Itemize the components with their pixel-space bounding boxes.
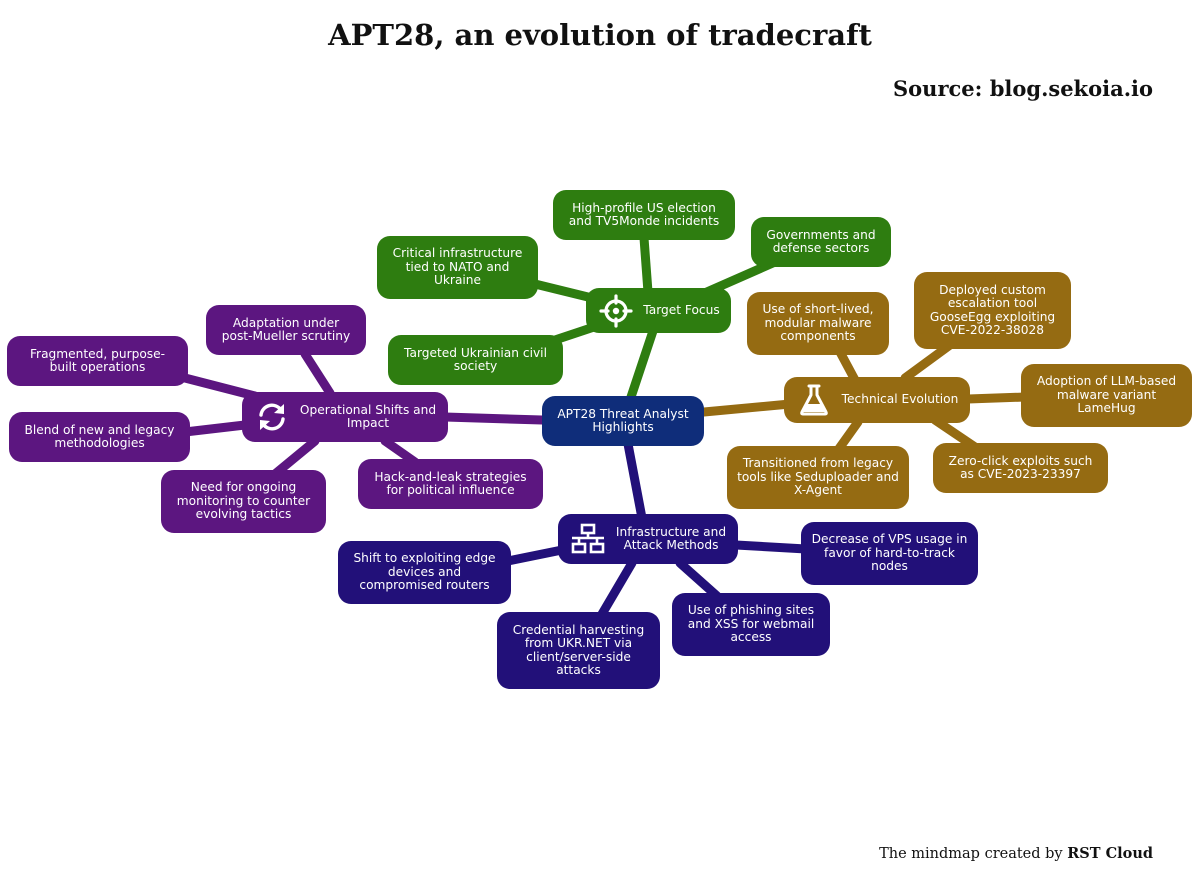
- link-ops-monitoring: [270, 436, 320, 479]
- link-target-infrastructure: [530, 279, 593, 302]
- link-center-technical-evolution: [699, 399, 795, 417]
- infrastructure-item-label: Use of phishing sites and XSS for webmai…: [687, 603, 815, 645]
- technical-evolution-item[interactable]: Deployed custom escalation tool GooseEgg…: [914, 272, 1071, 349]
- link-ops-fragmented: [180, 373, 260, 401]
- link-ops-blend: [180, 420, 250, 437]
- operational-shifts-item-label: Adaptation under post-Mueller scrutiny: [221, 315, 351, 343]
- operational-shifts-item[interactable]: Need for ongoing monitoring to counter e…: [161, 470, 326, 533]
- infrastructure-item[interactable]: Use of phishing sites and XSS for webmai…: [672, 593, 830, 656]
- link-infra-phishing: [675, 558, 722, 601]
- operational-shifts-item[interactable]: Adaptation under post-Mueller scrutiny: [206, 305, 366, 355]
- branch-technical-evolution-label: Technical Evolution: [841, 392, 959, 407]
- page-title: APT28, an evolution of tradecraft: [328, 18, 872, 52]
- branch-operational-shifts-label: Operational Shifts and Impact: [299, 402, 437, 430]
- center-node[interactable]: APT28 Threat Analyst Highlights: [542, 396, 704, 446]
- operational-shifts-item-label: Fragmented, purpose-built operations: [29, 346, 166, 374]
- technical-evolution-item-label: Adoption of LLM-based malware variant La…: [1036, 374, 1177, 416]
- target-focus-item[interactable]: Governments and defense sectors: [751, 217, 891, 267]
- operational-shifts-item[interactable]: Blend of new and legacy methodologies: [9, 412, 190, 462]
- link-infra-vps: [731, 540, 811, 554]
- branch-technical-evolution[interactable]: Technical Evolution: [784, 377, 970, 423]
- operational-shifts-item-label: Hack-and-leak strategies for political i…: [374, 469, 527, 497]
- branch-operational-shifts[interactable]: Operational Shifts and Impact: [242, 392, 448, 442]
- infrastructure-item[interactable]: Decrease of VPS usage in favor of hard-t…: [801, 522, 978, 585]
- link-center-operational-shifts: [440, 412, 547, 425]
- link-tech-legacy: [833, 417, 863, 455]
- network-icon: [568, 519, 608, 559]
- link-center-target-focus: [625, 320, 660, 405]
- link-ops-hackleak: [380, 436, 420, 467]
- technical-evolution-item-label: Zero-click exploits such as CVE-2023-233…: [948, 453, 1093, 481]
- operational-shifts-item[interactable]: Fragmented, purpose-built operations: [7, 336, 188, 386]
- branch-target-focus-label: Target Focus: [643, 302, 720, 317]
- target-focus-item-label: Targeted Ukrainian civil society: [404, 345, 547, 373]
- operational-shifts-item-label: Need for ongoing monitoring to counter e…: [176, 480, 311, 522]
- infrastructure-item[interactable]: Shift to exploiting edge devices and com…: [338, 541, 511, 604]
- center-node-label: APT28 Threat Analyst Highlights: [557, 406, 689, 434]
- branch-infrastructure[interactable]: Infrastructure and Attack Methods: [558, 514, 738, 564]
- infrastructure-item-label: Shift to exploiting edge devices and com…: [353, 551, 496, 593]
- credit-line: The mindmap created by RST Cloud: [879, 845, 1153, 862]
- target-focus-item[interactable]: High-profile US election and TV5Monde in…: [553, 190, 735, 240]
- technical-evolution-item[interactable]: Zero-click exploits such as CVE-2023-233…: [933, 443, 1108, 493]
- target-focus-item[interactable]: Targeted Ukrainian civil society: [388, 335, 563, 385]
- link-tech-modular: [835, 347, 860, 385]
- flask-icon: [794, 380, 834, 420]
- infrastructure-item-label: Credential harvesting from UKR.NET via c…: [512, 622, 645, 677]
- technical-evolution-item[interactable]: Use of short-lived, modular malware comp…: [747, 292, 889, 355]
- target-focus-item[interactable]: Critical infrastructure tied to NATO and…: [377, 236, 538, 299]
- link-tech-gooseegg: [900, 340, 955, 383]
- crosshair-icon: [596, 291, 636, 331]
- target-focus-item-label: Governments and defense sectors: [766, 227, 876, 255]
- branch-target-focus[interactable]: Target Focus: [586, 288, 731, 333]
- infrastructure-item[interactable]: Credential harvesting from UKR.NET via c…: [497, 612, 660, 689]
- technical-evolution-item[interactable]: Transitioned from legacy tools like Sedu…: [727, 446, 909, 509]
- target-focus-item-label: High-profile US election and TV5Monde in…: [568, 200, 720, 228]
- link-infra-credential: [597, 558, 637, 619]
- link-target-election: [639, 233, 653, 297]
- technical-evolution-item-label: Deployed custom escalation tool GooseEgg…: [929, 282, 1056, 337]
- link-ops-mueller: [300, 349, 335, 398]
- operational-shifts-item-label: Blend of new and legacy methodologies: [24, 422, 175, 450]
- refresh-icon: [252, 397, 292, 437]
- credit-prefix: The mindmap created by: [879, 846, 1068, 862]
- infrastructure-item-label: Decrease of VPS usage in favor of hard-t…: [811, 532, 968, 574]
- technical-evolution-item-label: Transitioned from legacy tools like Sedu…: [737, 456, 899, 498]
- operational-shifts-item[interactable]: Hack-and-leak strategies for political i…: [358, 459, 543, 509]
- technical-evolution-item[interactable]: Adoption of LLM-based malware variant La…: [1021, 364, 1192, 427]
- link-center-infrastructure: [623, 439, 647, 523]
- technical-evolution-item-label: Use of short-lived, modular malware comp…: [762, 302, 874, 344]
- credit-brand: RST Cloud: [1067, 845, 1153, 862]
- link-tech-zeroclick: [930, 415, 980, 452]
- branch-infrastructure-label: Infrastructure and Attack Methods: [615, 524, 727, 552]
- source-label: Source: blog.sekoia.io: [893, 76, 1153, 101]
- target-focus-item-label: Critical infrastructure tied to NATO and…: [392, 246, 523, 288]
- link-tech-llm: [963, 392, 1030, 404]
- link-infra-edge: [503, 545, 567, 566]
